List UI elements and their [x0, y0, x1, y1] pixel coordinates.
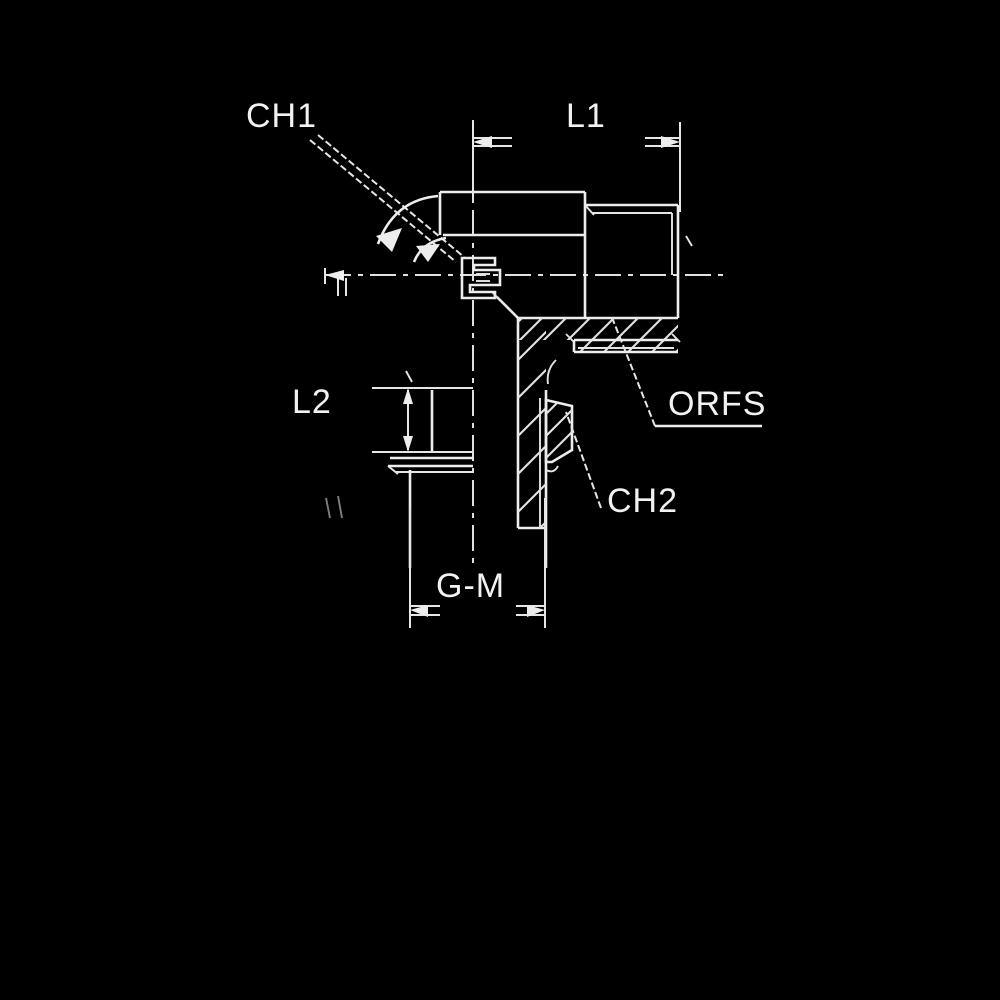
thread-chamfer	[584, 204, 595, 216]
thread-profile-outline	[460, 256, 502, 300]
port-tick-upper	[405, 370, 413, 383]
ch2-leader-line	[565, 411, 602, 509]
hatch	[518, 335, 546, 437]
hatch	[595, 318, 657, 352]
dimension-label-gm: G-M	[436, 567, 505, 605]
l2-arrow-top	[403, 388, 413, 404]
centerlines	[325, 120, 723, 568]
seal-outline	[544, 398, 574, 464]
hatch	[692, 300, 752, 360]
h-arrow	[325, 270, 344, 281]
dimension-gm: G-M	[409, 498, 546, 628]
orfs-leader-line	[612, 319, 656, 427]
faint-tick-1	[325, 497, 331, 519]
upper-right-chamfer-tick	[685, 235, 693, 247]
gm-arrow-left	[410, 605, 428, 617]
lower-arm-step	[565, 333, 681, 354]
dimension-label-l2: L2	[292, 383, 332, 421]
hatch	[571, 318, 633, 352]
misc-detail-marks	[545, 235, 693, 568]
callout-label-ch1: CH1	[246, 97, 317, 135]
ch1-arrowhead-lower	[416, 244, 440, 262]
female-port-detail	[387, 370, 473, 568]
port-chamfer	[387, 465, 399, 475]
hatch	[518, 318, 546, 399]
ch1-arrowhead-upper	[376, 228, 402, 252]
elbow-body-outline	[438, 190, 680, 320]
hatch	[619, 318, 678, 352]
step-left-notch	[565, 333, 575, 343]
leader-ch2: CH2	[565, 411, 678, 520]
gm-arrow-right	[527, 605, 545, 617]
hatch	[546, 423, 572, 462]
thread-form-detail	[460, 256, 502, 300]
faint-tick-marks	[325, 495, 343, 519]
junction-diagonal-inner	[491, 291, 517, 317]
dimension-l1: L1	[472, 97, 681, 212]
dimension-h-left	[324, 268, 347, 296]
seal-bottom-fillet	[545, 465, 559, 473]
l1-arrow-left	[473, 136, 492, 148]
leader-ch1: CH1	[246, 97, 465, 263]
ch1-leader-line-b	[317, 134, 465, 258]
hatch	[518, 411, 546, 513]
faint-tick-2	[337, 495, 343, 519]
hatch	[546, 400, 572, 431]
hatch	[518, 318, 561, 352]
dimension-l2: L2	[292, 383, 446, 453]
ch1-leader-line-a	[309, 139, 457, 263]
leader-orfs: ORFS	[612, 319, 766, 428]
hatch	[518, 449, 546, 528]
dimension-label-l1: L1	[566, 97, 606, 135]
hatch	[518, 373, 546, 475]
step-right-corner	[671, 333, 681, 343]
l2-arrow-bottom	[403, 436, 413, 452]
seal-fillet-arc	[546, 359, 557, 385]
l1-arrow-right	[661, 136, 680, 148]
oring-seal-block	[544, 359, 574, 473]
hatch	[643, 318, 678, 352]
section-hatching-vertical-stem	[518, 318, 546, 528]
callout-label-orfs: ORFS	[668, 385, 766, 423]
callout-label-ch2: CH2	[607, 482, 678, 520]
hatch	[546, 401, 572, 453]
